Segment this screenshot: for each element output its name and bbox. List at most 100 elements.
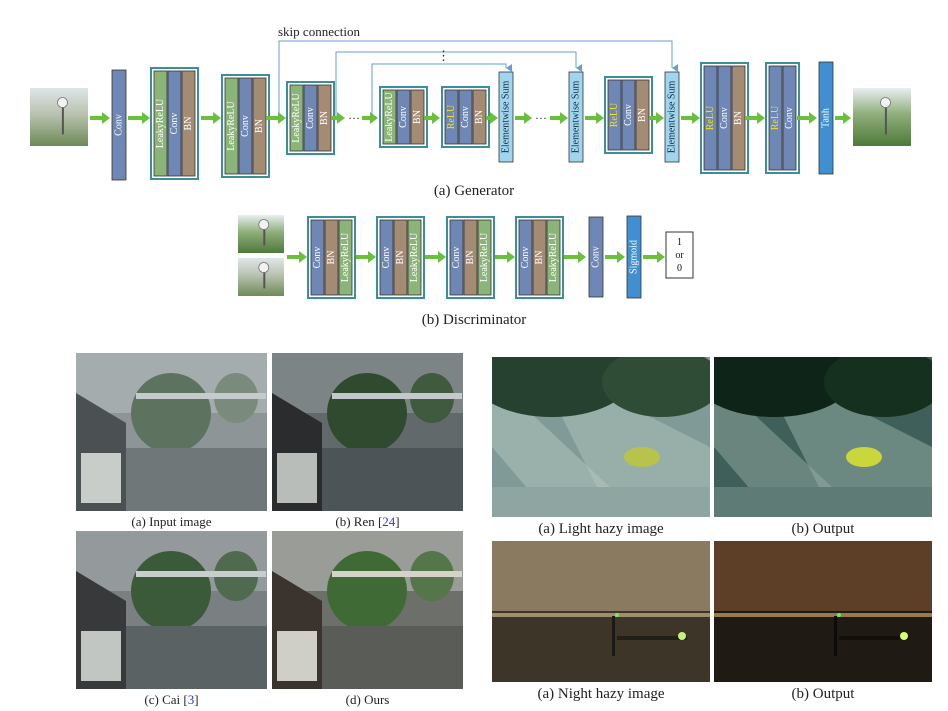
gen-arrow-5-head	[337, 112, 345, 124]
disc-block-4-layer-3-label: LeakyReLU	[548, 232, 559, 282]
gen-arrow-2-head	[142, 112, 150, 124]
gen-input-thumbnail	[30, 88, 88, 146]
gen-arrow-13-head	[692, 112, 700, 124]
disc-output-output_top: 1	[677, 237, 682, 248]
disc-arrow-6-head	[617, 251, 625, 263]
gen-block-8-layer-2-box	[782, 65, 797, 171]
gen-block-2-frame	[221, 74, 270, 178]
gen-block-4-layer-1-box	[382, 89, 397, 145]
gen-arrow-4-head	[278, 112, 286, 124]
gen-block-1-layer-3-box	[181, 70, 196, 177]
caption-ours: (d) Ours	[345, 692, 390, 707]
caption-light-hazy: (a) Light hazy image	[538, 521, 664, 537]
house-scene-hazy	[76, 353, 267, 511]
gen-block-6-layer-2-box	[621, 79, 636, 151]
gen-block-6-layer-3-box	[635, 79, 650, 151]
gen-block-6-frame	[604, 76, 653, 154]
house-scene-ours	[272, 531, 463, 689]
gen-output-thumbnail-sign	[880, 97, 891, 108]
disc-conv-label: Conv	[591, 246, 602, 268]
photo-input-image	[76, 353, 267, 511]
disc-block-3-layer-3-label: LeakyReLU	[479, 232, 490, 282]
harbor-night-output	[714, 541, 932, 682]
disc-input-thumbnail-1-sign	[258, 219, 270, 230]
disc-block-1-layer-3-box	[338, 219, 353, 296]
gen-esum-3-label: Elementwise Sum	[667, 81, 678, 154]
gen-block-8-layer-2-label: Conv	[784, 107, 795, 129]
disc-block-1-layer-1-label: Conv	[312, 247, 323, 269]
disc-block-4-layer-1-label: Conv	[520, 247, 531, 269]
gen-block-5-layer-3-label: BN	[474, 110, 485, 124]
disc-output-output_bot: 0	[677, 263, 682, 274]
gen-block-7-layer-3-label: BN	[733, 111, 744, 125]
disc-block-2-layer-1-box	[379, 219, 394, 296]
disc-sigmoid-box	[626, 215, 642, 299]
disc-block-2-frame	[376, 216, 425, 299]
gen-block-7-layer-1-label: ReLU	[705, 105, 716, 130]
disc-block-4-layer-2-label: BN	[534, 251, 545, 265]
photo-light-hazy	[492, 357, 710, 517]
gen-block-1-frame	[150, 67, 199, 180]
gen-arrow-3-head	[213, 112, 221, 124]
harbor-night-hazy	[492, 541, 710, 682]
disc-conv-box	[588, 216, 604, 298]
gen-esum-2-label: Elementwise Sum	[571, 81, 582, 154]
disc-block-2-layer-3-label: LeakyReLU	[409, 232, 420, 282]
vertical-ellipsis: ⋮	[437, 48, 450, 63]
gen-esum-1-label: Elementwise Sum	[501, 81, 512, 154]
gen-arrow-15-head	[809, 112, 817, 124]
photo-night-hazy	[492, 541, 710, 682]
disc-block-2-layer-3-box	[407, 219, 422, 296]
gen-block-2-layer-1-box	[224, 77, 239, 175]
gen-block-7-layer-2-box	[717, 65, 732, 171]
gen-block-1-layer-1-label: LeakyReLU	[155, 98, 166, 148]
gen-conv-1-label: Conv	[114, 114, 125, 136]
gen-block-2-layer-3-label: BN	[254, 119, 265, 133]
gen-input-thumbnail-sign	[57, 97, 68, 108]
gen-esum-3-box	[664, 71, 680, 163]
gen-block-5-layer-1-box	[444, 89, 459, 145]
caption-light-output: (b) Output	[791, 521, 855, 537]
forest-light-hazy	[492, 357, 710, 517]
gen-block-1-layer-1-box	[153, 70, 168, 177]
gen-arrow-1-head	[102, 112, 110, 124]
caption-night-hazy: (a) Night hazy image	[537, 686, 665, 702]
disc-arrow-1-head	[299, 251, 307, 263]
gen-output-thumbnail	[853, 88, 911, 146]
disc-block-3-frame	[446, 216, 495, 299]
skip-line-1	[278, 40, 678, 116]
gen-arrow-16-head	[843, 112, 851, 124]
disc-block-1-layer-3-label: LeakyReLU	[340, 232, 351, 282]
gen-arrow-10-head	[560, 112, 568, 124]
gen-conv-1-box	[111, 69, 127, 181]
gen-block-3-layer-1-label: LeakyReLU	[291, 93, 302, 143]
citation-cai[interactable]: 3	[187, 692, 195, 707]
gen-arrow-9-head	[524, 112, 532, 124]
disc-output-output_mid: or	[675, 250, 684, 261]
gen-arrow-8-head	[490, 112, 498, 124]
gen-ellipsis-2: ···	[535, 111, 547, 125]
disc-block-4-frame	[515, 216, 564, 299]
citation-ren[interactable]: 24	[382, 514, 396, 529]
gen-block-2-layer-2-label: Conv	[240, 115, 251, 137]
caption-input-image: (a) Input image	[131, 514, 212, 529]
disc-block-4-layer-2-box	[532, 219, 547, 296]
gen-esum-2-box	[568, 71, 584, 163]
gen-block-4-layer-3-label: BN	[412, 110, 423, 124]
disc-block-2-layer-1-label: Conv	[381, 247, 392, 269]
gen-block-5-layer-1-label: ReLU	[446, 104, 457, 129]
gen-block-1-layer-2-label: Conv	[169, 113, 180, 135]
disc-block-3-layer-2-box	[463, 219, 478, 296]
gen-arrow-12-head	[656, 112, 664, 124]
gen-tanh-box	[818, 61, 834, 175]
gen-block-6-layer-3-label: BN	[637, 108, 648, 122]
house-scene-ren	[272, 353, 463, 511]
disc-arrow-5-head	[578, 251, 586, 263]
gen-block-2-layer-2-box	[238, 77, 253, 175]
disc-input-thumbnail-1-post	[263, 224, 266, 246]
gen-block-4-layer-1-label: LeakyReLU	[384, 92, 395, 142]
disc-block-3-layer-1-box	[449, 219, 464, 296]
disc-input-thumbnail-2-post	[263, 267, 266, 289]
gen-input-thumbnail-post	[61, 102, 64, 135]
gen-block-3-layer-2-box	[303, 84, 318, 152]
